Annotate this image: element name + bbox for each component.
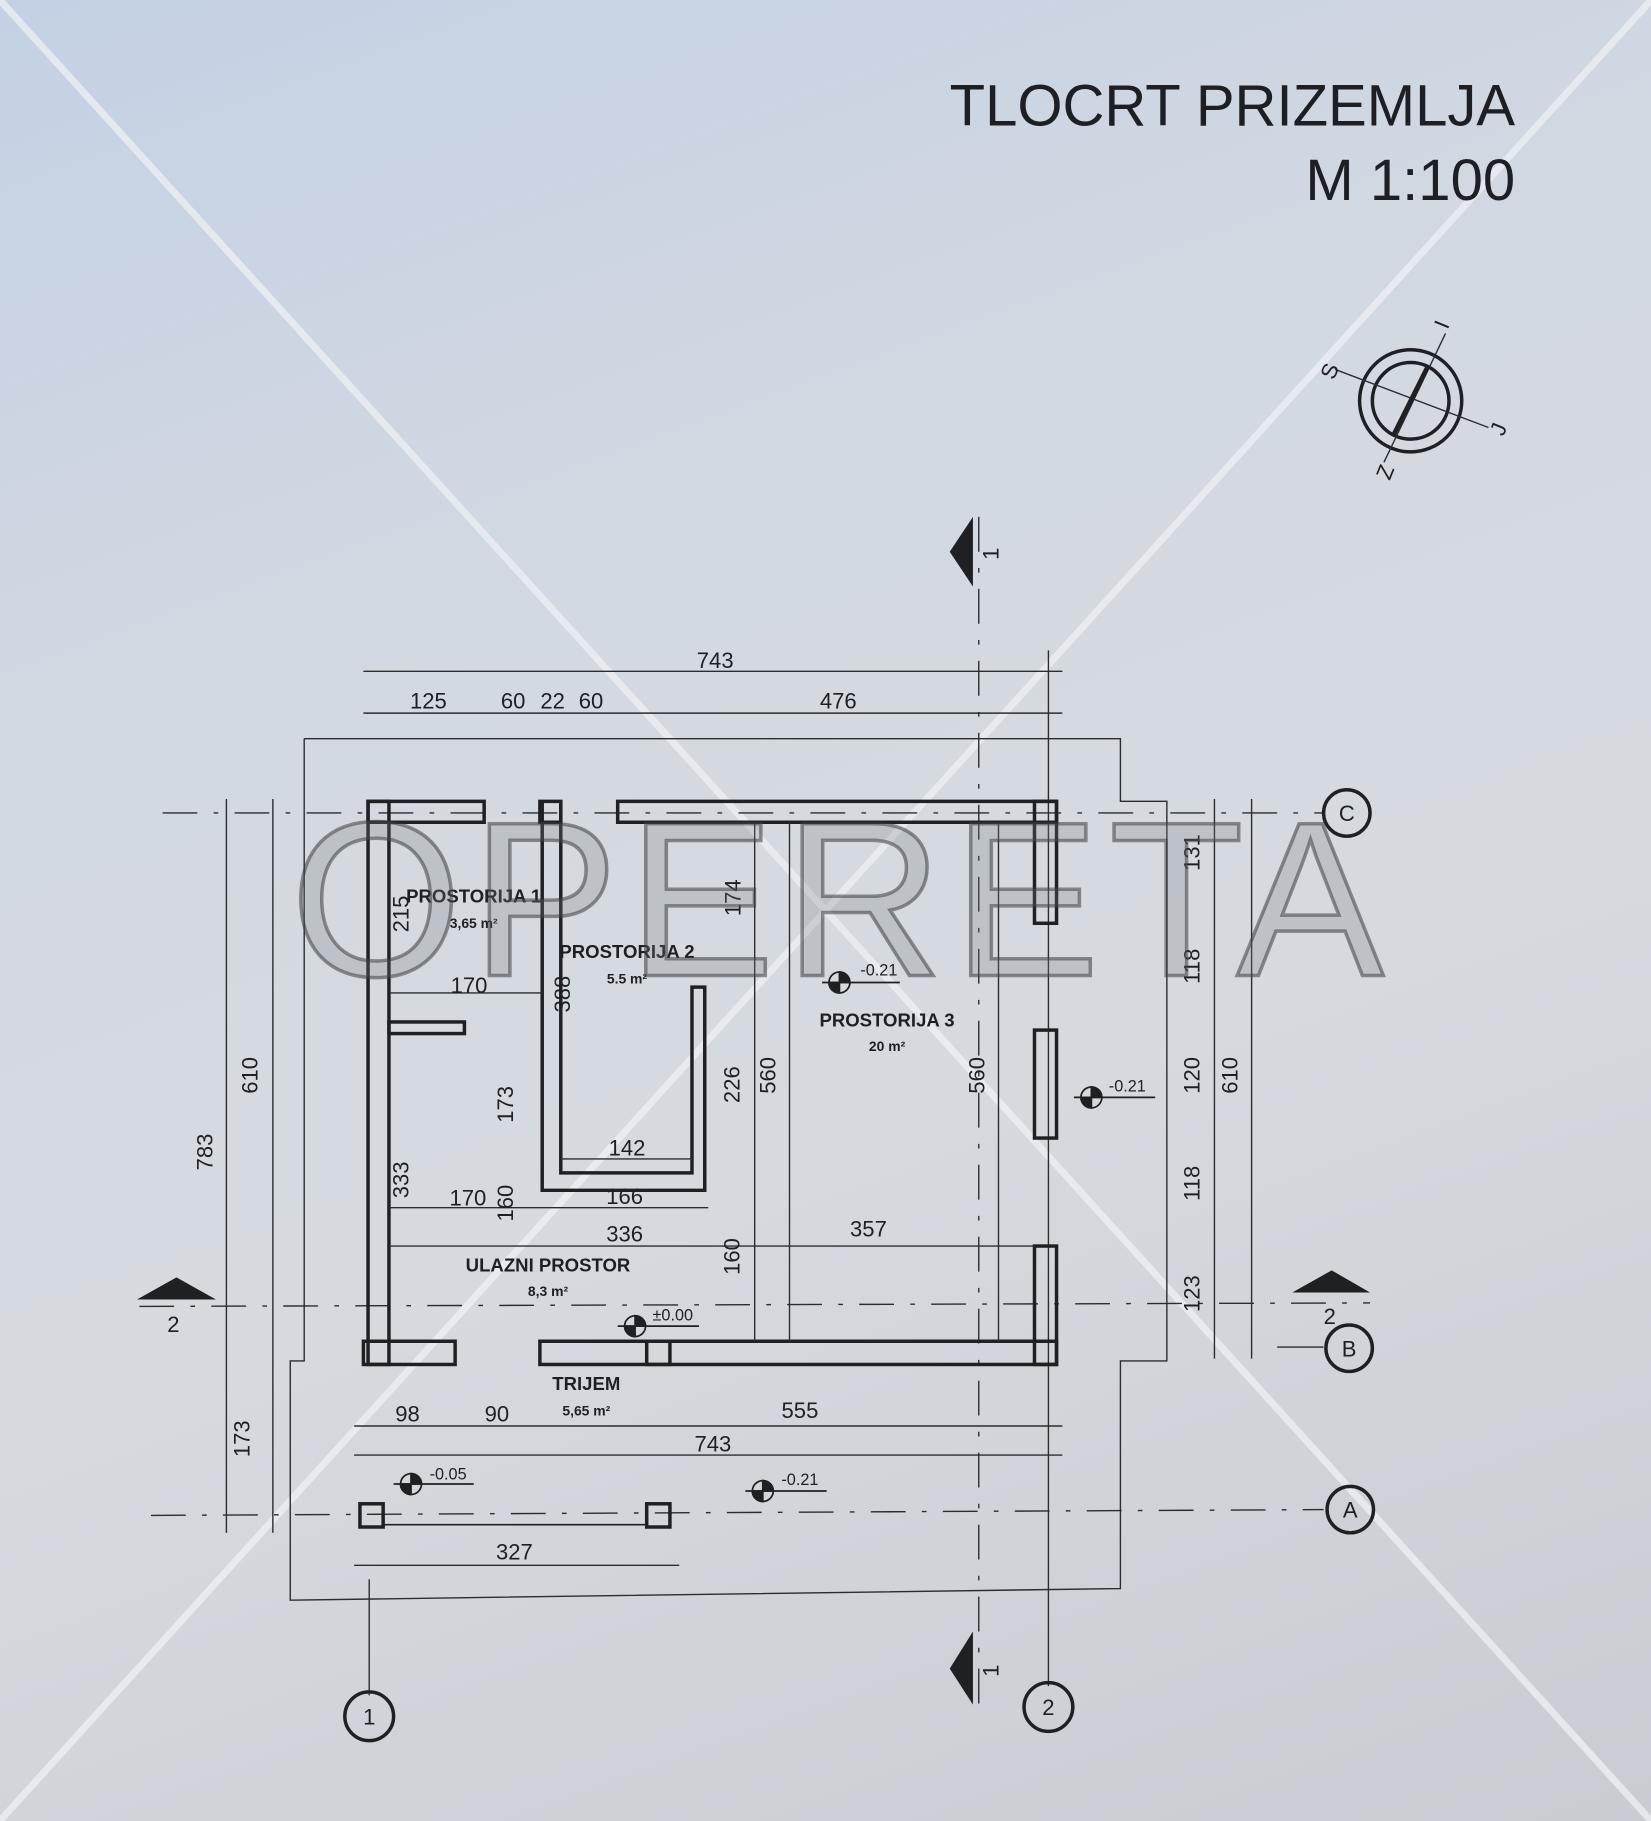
room-1-area: 3,65 m² [450,915,498,931]
elevation-label: -0.05 [430,1465,467,1483]
axis-1: 1 [363,1704,375,1729]
section-marker-right [1292,1270,1371,1293]
section-marker-left [137,1277,216,1300]
elevation-label: -0.21 [781,1471,818,1489]
dim-inner: 560 [965,1057,990,1094]
elevation-marker-icons [393,971,1156,1503]
dim-inner: 166 [606,1184,643,1209]
dim-inner: 170 [450,1185,487,1210]
dim-top: 125 [410,688,447,713]
dim-inner: 173 [493,1086,518,1123]
room-3-name: PROSTORIJA 3 [819,1010,954,1031]
dim-inner: 357 [850,1217,887,1242]
section-marker-bottom [949,1631,973,1705]
dim-right: 120 [1179,1057,1204,1094]
dim-inner: 160 [493,1185,518,1222]
section-label-bottom: 1 [978,1665,1003,1677]
section-label-right: 2 [1324,1304,1336,1329]
section-label-top: 1 [978,548,1003,560]
compass-s: S [1315,360,1344,383]
dim-bottom-total: 743 [694,1432,731,1457]
axis-2: 2 [1042,1695,1054,1720]
compass-z: Z [1371,461,1399,483]
room-3-area: 20 m² [869,1038,906,1054]
porch-name: TRIJEM [552,1373,620,1394]
dim-right: 123 [1179,1275,1204,1312]
elevation-label: -0.21 [1109,1078,1146,1096]
section-marker-top [949,516,973,587]
elevation-label: ±0.00 [653,1306,694,1324]
dimension-lines [225,670,1253,1567]
dim-bottom: 327 [496,1540,533,1565]
dim-top-total: 743 [697,648,734,673]
watermark-logo: OPERETA [290,776,1393,1023]
elevation-label: -0.21 [860,962,897,980]
room-1-name: PROSTORIJA 1 [406,885,541,906]
dim-right: 118 [1179,949,1204,984]
dim-bottom: 98 [395,1401,420,1426]
site-outline [289,737,1168,1601]
walls [358,799,1059,1529]
dim-inner: 160 [720,1238,745,1275]
entry-room-name: ULAZNI PROSTOR [466,1255,631,1276]
dim-inner: 388 [550,976,575,1013]
dim-bottom: 555 [782,1398,819,1423]
dim-bottom: 90 [485,1401,510,1426]
dim-inner: 560 [756,1057,781,1094]
dim-top: 476 [820,688,857,713]
compass-j: J [1485,419,1512,439]
dim-inner: 226 [720,1066,745,1103]
axis-c: C [1339,801,1355,826]
dim-inner: 170 [451,973,488,998]
compass-i: I [1429,317,1454,332]
section-label-left: 2 [167,1312,179,1337]
dim-left: 173 [230,1420,255,1457]
dim-right: 131 [1179,834,1204,871]
room-2-area: 5.5 m² [607,971,648,987]
drawing-title: TLOCRT PRIZEMLJA [950,74,1516,139]
room-2-name: PROSTORIJA 2 [559,941,694,962]
dim-left: 215 [389,896,414,933]
porch-area: 5,65 m² [562,1403,610,1419]
dim-left: 333 [389,1161,414,1198]
axis-a: A [1343,1498,1358,1523]
north-arrow-icon [1334,333,1489,463]
axis-b: B [1342,1336,1357,1361]
dim-left: 610 [238,1057,263,1094]
dim-inner: 142 [609,1135,646,1160]
dim-left: 783 [192,1134,217,1171]
dim-top: 60 [501,688,526,713]
axis-bubbles [343,788,1376,1743]
drawing-scale: M 1:100 [1305,148,1515,213]
entry-room-area: 8,3 m² [528,1283,569,1299]
dim-top: 60 [579,688,604,713]
dim-inner: 174 [721,879,746,916]
dim-inner: 336 [606,1221,643,1246]
dim-right-total: 610 [1218,1057,1243,1094]
dim-top: 22 [540,688,565,713]
dim-right: 118 [1179,1166,1204,1201]
